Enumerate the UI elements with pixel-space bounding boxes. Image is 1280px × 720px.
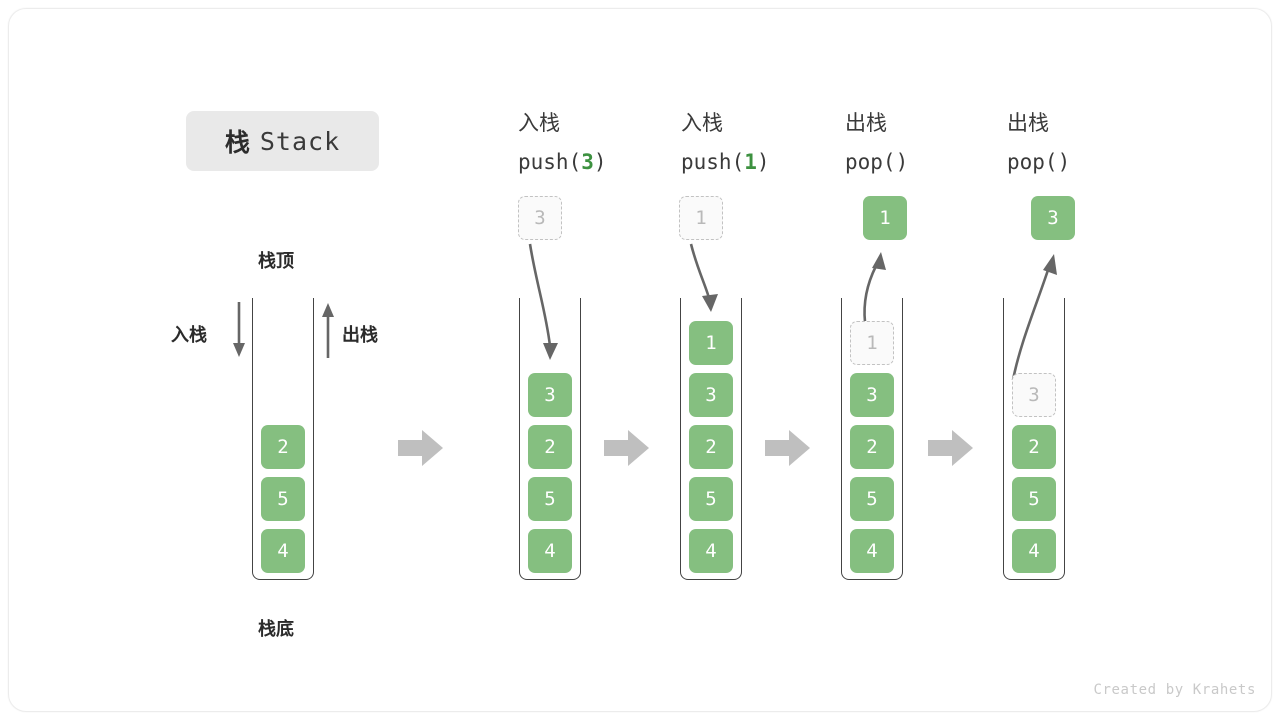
column-header-code: pop() [845,150,909,174]
column-header-push-1: 入栈 push(1) [681,105,770,181]
stack-cell: 2 [528,425,572,469]
transition-arrow-icon [398,430,443,466]
stack-cell: 4 [850,529,894,573]
floating-element-push-1: 1 [679,196,723,240]
stack-cell: 3 [850,373,894,417]
stack-tube-pop-2 [1003,298,1065,580]
stack-cell: 5 [850,477,894,521]
stack-cell-ghost: 1 [850,321,894,365]
stack-cell: 4 [528,529,572,573]
pop-direction-label: 出栈 [342,325,378,345]
stack-tube-push-1 [680,298,742,580]
stack-cell: 2 [689,425,733,469]
column-header-code: push(1) [681,150,770,174]
push-direction-label: 入栈 [171,325,207,345]
popped-element-1: 1 [863,196,907,240]
stack-cell: 2 [1012,425,1056,469]
column-header-pop-1: 出栈 pop() [845,105,908,181]
title-chinese: 栈 [224,129,250,157]
stack-cell: 3 [528,373,572,417]
pop-curve-arrow-icon [863,252,886,323]
column-header-push-3: 入栈 push(3) [518,105,607,181]
transition-arrow-icon [604,430,649,466]
column-header-cn: 入栈 [681,112,723,135]
stack-cell: 4 [1012,529,1056,573]
stack-cell: 1 [689,321,733,365]
stack-cell: 5 [1012,477,1056,521]
stack-title-badge: 栈 Stack [186,111,379,171]
floating-element-push-3: 3 [518,196,562,240]
column-header-pop-2: 出栈 pop() [1007,105,1070,181]
transition-arrow-icon [765,430,810,466]
column-header-cn: 入栈 [518,112,560,135]
stack-tube-push-3 [519,298,581,580]
transition-arrow-icon [928,430,973,466]
column-header-code: pop() [1007,150,1071,174]
stack-cell: 5 [528,477,572,521]
stack-cell: 2 [850,425,894,469]
pop-curve-arrow-icon [1011,254,1057,381]
column-header-code: push(3) [518,150,607,174]
push-direction-arrow-icon [233,302,245,357]
push-curve-arrow-icon [689,243,718,312]
stack-cell-ghost: 3 [1012,373,1056,417]
column-header-cn: 出栈 [1007,112,1049,135]
stack-cell: 5 [261,477,305,521]
stack-tube-pop-1 [841,298,903,580]
footer-credit: Created by Krahets [1093,682,1256,698]
title-english: Stack [259,126,341,156]
stack-cell: 2 [261,425,305,469]
popped-element-2: 3 [1031,196,1075,240]
stack-top-label: 栈顶 [258,251,294,271]
stack-cell: 3 [689,373,733,417]
pop-direction-arrow-icon [322,303,334,358]
stack-cell: 4 [261,529,305,573]
push-curve-arrow-icon [528,243,558,360]
stack-tube-initial [252,298,314,580]
stack-cell: 5 [689,477,733,521]
stack-cell: 4 [689,529,733,573]
stack-bottom-label: 栈底 [258,619,294,639]
column-header-cn: 出栈 [845,112,887,135]
